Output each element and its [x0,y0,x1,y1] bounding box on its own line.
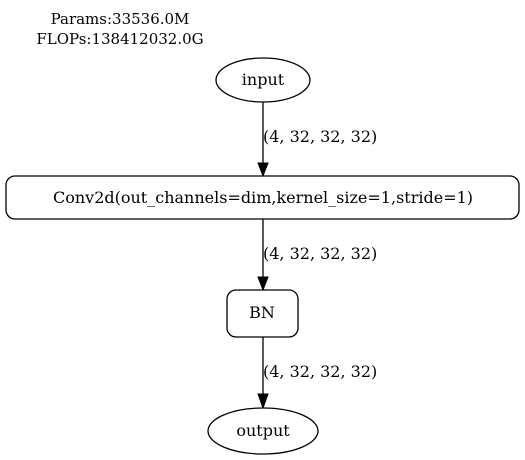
node-conv2d: Conv2d(out_channels=dim,kernel_size=1,st… [5,175,520,220]
params-text: Params:33536.0M [50,10,190,28]
node-input-label: input [242,70,285,89]
flops-text: FLOPs:138412032.0G [36,30,204,48]
edge-input-to-conv: (4, 32, 32, 32) [257,102,377,178]
node-input: input [215,57,311,103]
edge-input-to-conv-arrow [257,162,269,178]
node-output-label: output [236,421,290,440]
node-bn-label: BN [249,303,275,322]
model-stats: Params:33536.0M FLOPs:138412032.0G [0,9,240,49]
node-output-shape [207,407,319,455]
node-conv2d-label: Conv2d(out_channels=dim,kernel_size=1,st… [53,188,473,207]
edge-bn-to-output-label: (4, 32, 32, 32) [263,362,377,381]
edge-bn-to-output: (4, 32, 32, 32) [257,337,377,410]
edge-bn-to-output-arrow [257,393,269,410]
edge-input-to-conv-label: (4, 32, 32, 32) [263,127,377,146]
edge-conv-to-bn-arrow [257,276,269,292]
node-output: output [207,407,319,455]
edge-conv-to-bn: (4, 32, 32, 32) [257,219,377,292]
edge-conv-to-bn-label: (4, 32, 32, 32) [263,244,377,263]
node-bn: BN [226,289,299,338]
